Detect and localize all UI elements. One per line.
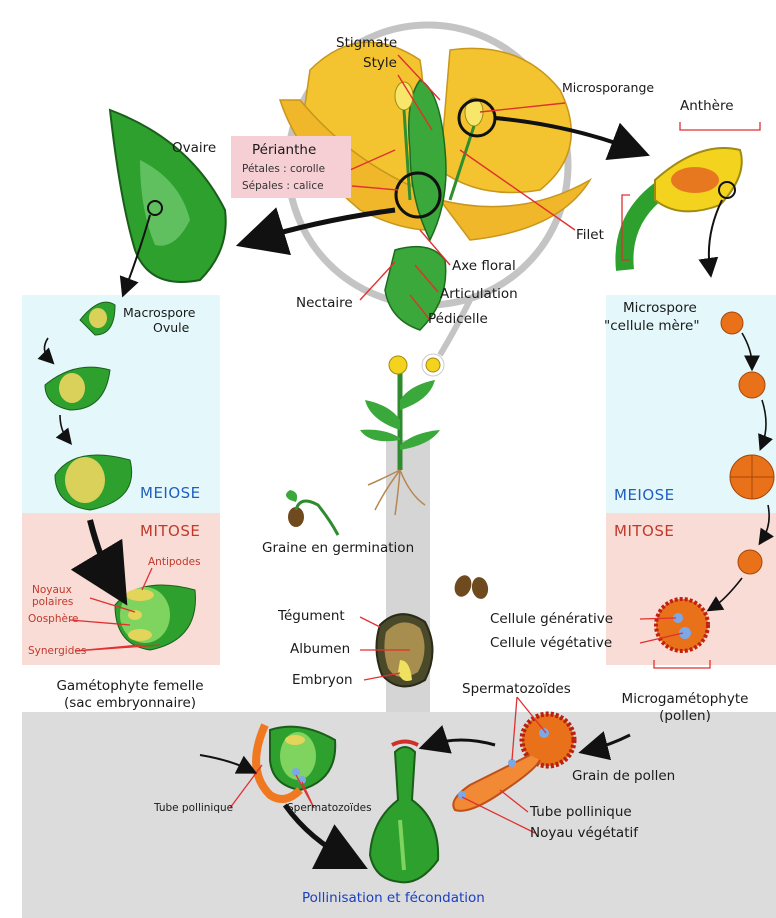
label-nectaire: Nectaire [296,295,353,311]
label-pedicelle: Pédicelle [428,311,488,327]
label-anthere: Anthère [680,98,734,114]
label-sac-embryonnaire: (sac embryonnaire) [40,695,220,711]
seeds [452,573,490,600]
label-petales: Pétales : corolle [242,163,325,175]
arrow-to-ovary [255,210,395,240]
label-antipodes: Antipodes [148,556,201,568]
label-spermatozoides-right: Spermatozoïdes [462,681,571,697]
label-grain-pollen: Grain de pollen [572,768,675,784]
label-pollen: (pollen) [600,708,770,724]
magnifier-tail [440,300,470,355]
label-mitose-left: MITOSE [140,522,200,540]
label-filet: Filet [576,227,604,243]
label-articulation: Articulation [440,286,518,302]
label-synergides: Synergides [28,645,86,657]
label-tube-pollinique-right: Tube pollinique [530,804,632,820]
label-polaires: polaires [32,596,73,608]
label-sepales: Sépales : calice [242,180,324,192]
label-style: Style [363,55,397,71]
label-ovule: Ovule [153,320,189,335]
label-pollinisation: Pollinisation et fécondation [302,890,485,906]
label-microgametophyte: Microgamétophyte [600,691,770,707]
label-ovaire: Ovaire [172,140,216,156]
label-mitose-right: MITOSE [614,522,674,540]
anther-illustration [624,148,741,270]
label-tube-pollinique-left: Tube pollinique [154,802,233,814]
label-graine-germination: Graine en germination [262,540,414,556]
label-gametophyte-femelle: Gamétophyte femelle [40,678,220,694]
label-stigmate: Stigmate [336,35,397,51]
label-meiose-left: MEIOSE [140,484,201,502]
germinating-seed [286,490,338,535]
label-embryon: Embryon [292,672,353,688]
label-noyaux: Noyaux [32,584,72,596]
label-cellule-generative: Cellule générative [490,611,613,627]
label-macrospore: Macrospore [123,305,195,320]
label-cellule-mere: "cellule mère" [604,318,700,334]
label-tegument: Tégument [278,608,345,624]
label-noyau-vegetatif: Noyau végétatif [530,825,638,841]
label-albumen: Albumen [290,641,350,657]
label-microspore: Microspore [623,300,697,316]
label-meiose-right: MEIOSE [614,486,675,504]
label-oosphere: Oosphère [28,613,79,625]
label-microsporange: Microsporange [562,80,654,95]
label-spermatozoides-left: Spermatozoïdes [287,802,372,814]
ovary-illustration [110,110,226,290]
label-cellule-vegetative: Cellule végétative [490,635,612,651]
label-axe-floral: Axe floral [452,258,516,274]
label-perianthe: Périanthe [252,142,316,158]
